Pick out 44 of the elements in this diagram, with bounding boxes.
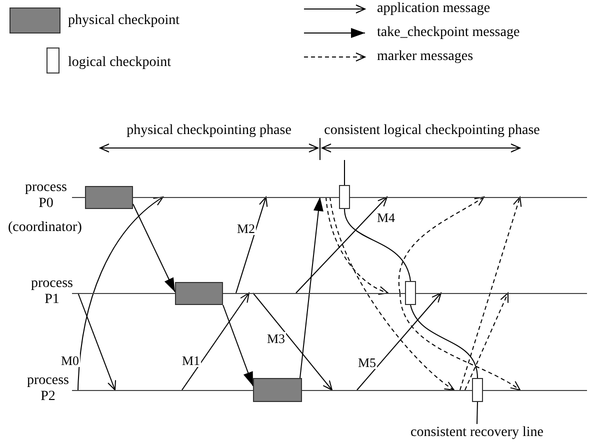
phase-label: consistent logical checkpointing phase [323,124,541,138]
recovery-line [476,402,478,424]
marker-arrow [460,196,522,390]
phase-label: physical checkpointing phase [126,124,292,138]
logical-checkpoint [339,185,350,209]
recovery-line [344,160,345,186]
logical-checkpoint [405,281,416,305]
recovery-line-label: consistent recovery line [397,424,557,441]
message-arrow [78,196,164,390]
recovery-line [344,208,411,282]
legend-text: marker messages [377,50,474,64]
message-label: M1 [181,354,202,367]
marker-arrow [330,196,454,390]
message-label: M0 [60,354,80,367]
physical-checkpoint [85,186,133,209]
marker-arrow [398,196,484,294]
legend-text: logical checkpoint [68,56,172,70]
legend-text: take_checkpoint message [377,26,520,40]
take-checkpoint-arrow [300,196,324,378]
marker-arrow [400,292,520,390]
legend-text: physical checkpoint [68,14,180,28]
message-label: M3 [266,332,286,345]
process-label: process P2 [26,373,70,405]
logical-checkpoint [472,378,483,402]
message-arrow [296,196,388,294]
message-arrow [78,292,116,390]
message-arrow [236,196,268,294]
marker-arrow [464,292,508,390]
recovery-line [410,304,478,378]
message-arrow [252,292,332,390]
take-checkpoint-arrow [132,204,176,292]
message-arrow [356,292,442,390]
message-label: M5 [357,356,378,369]
legend-text: application message [377,2,490,16]
take-checkpoint-arrow [222,304,254,386]
marker-arrow [326,196,388,294]
physical-checkpoint [253,378,302,402]
message-label: M4 [376,211,396,224]
process-label: process P1 [30,276,74,308]
process-label: process P0 [24,180,68,212]
physical-checkpoint [175,282,223,305]
role-label: (coordinator) [8,220,83,236]
message-label: M2 [236,222,256,235]
message-arrow [182,292,250,390]
